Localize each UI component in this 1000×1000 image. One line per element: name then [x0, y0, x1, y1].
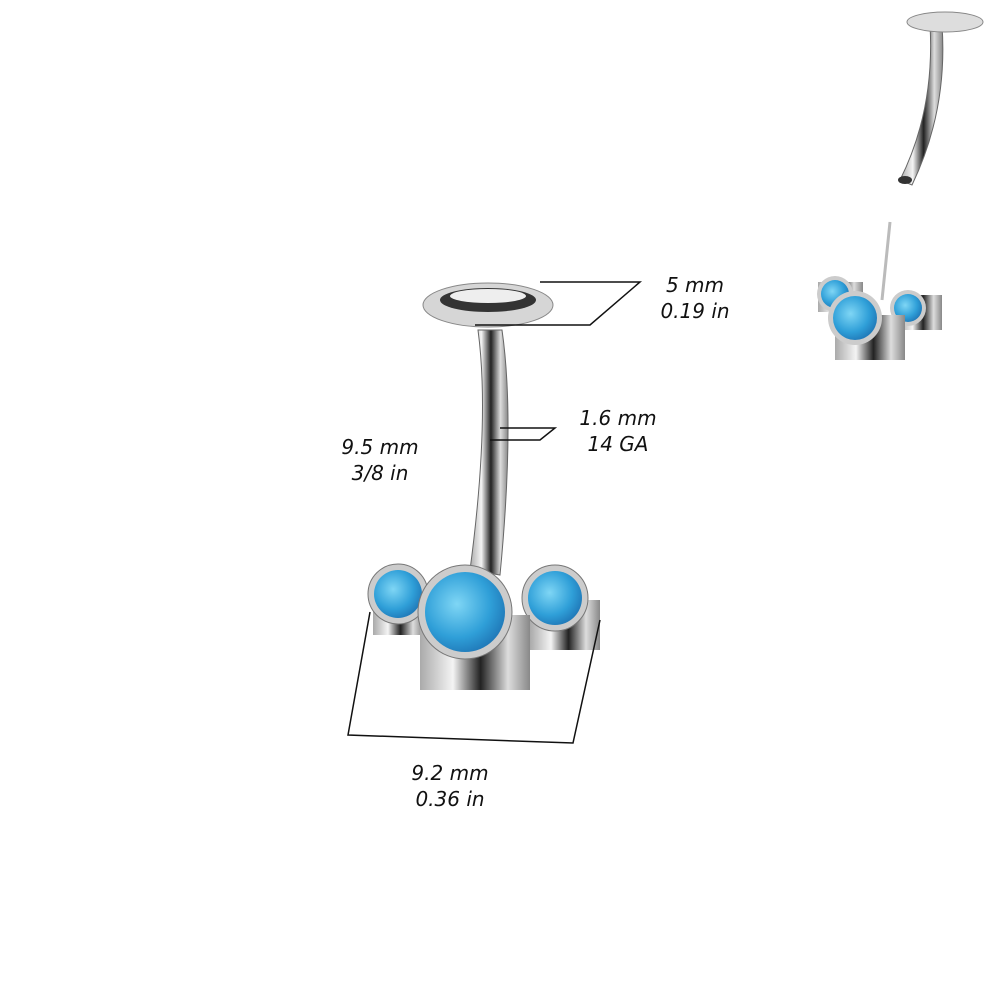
length-dimension: 9.5 mm 3/8 in [325, 434, 435, 486]
top-disc-mm: 5 mm [665, 273, 725, 297]
thumbnail-top [817, 221, 942, 360]
dimension-lines [347, 281, 643, 744]
top-disc-dimension: 5 mm 0.19 in [645, 272, 745, 324]
gauge-mm: 1.6 mm [579, 406, 657, 430]
length-mm: 9.5 mm [341, 435, 419, 459]
width-dimension: 9.2 mm 0.36 in [395, 760, 505, 812]
length-in: 3/8 in [351, 461, 409, 485]
gauge-dimension: 1.6 mm 14 GA [568, 405, 668, 457]
opal-center [425, 572, 505, 652]
width-mm: 9.2 mm [411, 761, 489, 785]
opal-left [374, 570, 422, 618]
top-disc-in: 0.19 in [660, 299, 730, 323]
gauge-ga: 14 GA [587, 432, 649, 456]
thumbnail-barbell [898, 11, 984, 186]
width-in: 0.36 in [415, 787, 485, 811]
main-barbell [367, 282, 600, 690]
opal-right [528, 571, 582, 625]
